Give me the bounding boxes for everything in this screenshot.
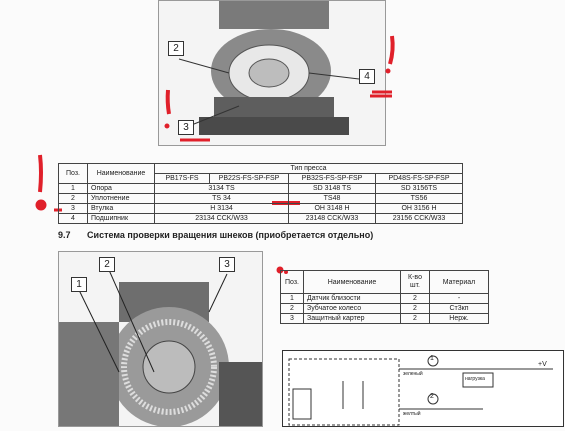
col-pos-header: Поз. xyxy=(58,163,88,184)
circuit-node-2: 2 xyxy=(430,393,434,400)
sensor-parts-table: Поз. Наименование К-во шт. Материал 1 Да… xyxy=(280,270,489,324)
bearing-parts-table: Поз. Наименование Тип пресса PB17S-FS PB… xyxy=(58,163,463,224)
table-row: 3 Защитный картер 2 Нерж. xyxy=(280,313,489,324)
callout-2: 2 xyxy=(99,257,115,272)
table-row: 2 Зубчатое колесо 2 Ст3кп xyxy=(280,303,489,314)
col-pos-header: Поз. xyxy=(280,270,304,294)
bearing-figure-top: 2 3 4 xyxy=(158,0,386,146)
col-qty-header: К-во шт. xyxy=(400,270,430,294)
supply-label: +V xyxy=(538,361,547,368)
section-number: 9.7 xyxy=(58,230,71,240)
col-name-header: Наименование xyxy=(303,270,401,294)
callout-2: 2 xyxy=(168,41,184,56)
table-row: 4 Подшипник 23134 CCK/W33 23148 CCK/W33 … xyxy=(58,213,463,224)
sensor-drawing xyxy=(59,269,262,427)
table-row: 1 Датчик близости 2 - xyxy=(280,293,489,304)
model-header: PB22S-FS-SP-FSP xyxy=(209,173,289,184)
section-title: Система проверки вращения шнеков (приобр… xyxy=(87,230,374,240)
callout-3: 3 xyxy=(178,120,194,135)
col-name-header: Наименование xyxy=(87,163,155,184)
model-header: PB17S-FS xyxy=(154,173,210,184)
wire-label-yellow: желтый xyxy=(403,411,421,417)
callout-1: 1 xyxy=(71,277,87,292)
section-heading: 9.7 Система проверки вращения шнеков (пр… xyxy=(58,230,373,240)
model-header: PD48S-FS-SP-FSP xyxy=(375,173,463,184)
table-row: 2 Уплотнение TS 34 TS48 TS56 xyxy=(58,193,463,204)
wire-label-green: зеленый xyxy=(403,371,423,377)
press-type-header: Тип пресса xyxy=(154,163,463,174)
circuit-diagram: 1 2 +V нагрузка зеленый желтый xyxy=(282,350,564,427)
sensor-figure: 1 2 3 xyxy=(58,251,263,427)
col-mat-header: Материал xyxy=(429,270,489,294)
circuit-lines xyxy=(288,355,553,426)
circuit-node-1: 1 xyxy=(430,355,434,362)
model-header: PB32S-FS-SP-FSP xyxy=(288,173,376,184)
callout-4: 4 xyxy=(359,69,375,84)
bearing-drawing xyxy=(178,1,360,135)
load-label: нагрузка xyxy=(465,376,485,382)
table-row: 3 Втулка H 3134 OH 3148 H OH 3156 H xyxy=(58,203,463,214)
callout-3: 3 xyxy=(219,257,235,272)
table-row: 1 Опора 3134 TS SD 3148 TS SD 3156TS xyxy=(58,183,463,194)
